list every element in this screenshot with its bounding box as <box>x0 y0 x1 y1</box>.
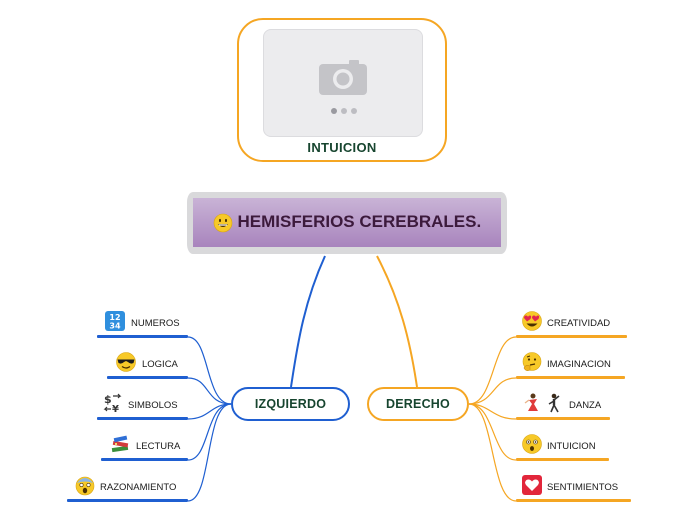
dancer-man-icon <box>548 393 560 413</box>
svg-text:34: 34 <box>109 322 121 331</box>
screaming-face-icon <box>75 476 95 496</box>
leaf-logica[interactable]: LOGICA <box>115 352 188 375</box>
leaf-sentimientos[interactable]: SENTIMIENTOS <box>521 475 633 498</box>
leaf-label: LOGICA <box>142 359 178 370</box>
leaf-label: CREATIVIDAD <box>547 318 611 329</box>
currency-exchange-icon: $ ¥ <box>103 393 122 414</box>
carousel-dots <box>331 101 361 114</box>
sunglasses-face-icon <box>116 352 136 372</box>
leaf-label: RAZONAMIENTO <box>100 482 177 493</box>
leaf-underline <box>97 335 188 338</box>
camera-icon <box>319 60 367 95</box>
input-numbers-icon: 12 34 <box>105 311 125 331</box>
svg-text:12: 12 <box>109 313 120 322</box>
dancer-woman-icon <box>524 393 538 411</box>
leaf-label: NUMEROS <box>131 318 180 329</box>
leaf-underline <box>67 499 188 502</box>
floating-topic-title: INTUICION <box>307 140 377 155</box>
heart-icon <box>522 475 542 495</box>
leaf-underline <box>97 417 188 420</box>
leaf-label: INTUICION <box>547 441 596 452</box>
heart-eyes-face-icon <box>522 311 542 331</box>
leaf-lectura[interactable]: LECTURA <box>109 435 188 457</box>
leaf-label: SIMBOLOS <box>128 400 178 411</box>
leaf-numeros[interactable]: 12 34 NUMEROS <box>104 311 188 334</box>
leaf-creatividad[interactable]: CREATIVIDAD <box>521 311 631 334</box>
leaf-underline <box>516 335 627 338</box>
leaf-label: DANZA <box>569 400 602 411</box>
central-topic-title: HEMISFERIOS CEREBRALES. <box>237 212 482 231</box>
leaf-underline <box>516 376 625 379</box>
leaf-danza[interactable]: DANZA <box>521 393 611 416</box>
leaf-intuicion[interactable]: INTUICION <box>521 434 611 457</box>
floating-topic-intuicion[interactable]: INTUICION <box>237 18 447 162</box>
image-placeholder[interactable] <box>263 29 423 137</box>
thinking-face-icon <box>522 352 542 371</box>
leaf-simbolos[interactable]: $ ¥ SIMBOLOS <box>103 393 188 416</box>
branch-izquierdo[interactable]: IZQUIERDO <box>231 387 350 421</box>
leaf-label: IMAGINACION <box>547 359 611 370</box>
leaf-label: LECTURA <box>136 441 181 452</box>
leaf-underline <box>516 458 609 461</box>
svg-text:$: $ <box>104 393 112 406</box>
central-topic[interactable]: HEMISFERIOS CEREBRALES. <box>187 192 507 254</box>
leaf-underline <box>101 458 188 461</box>
grinning-face-icon <box>213 213 233 232</box>
astonished-face-icon <box>522 434 542 454</box>
leaf-label: SENTIMIENTOS <box>547 482 619 493</box>
central-topic-fill <box>193 198 501 247</box>
leaf-underline <box>516 417 610 420</box>
leaf-underline <box>516 499 631 502</box>
branch-derecho[interactable]: DERECHO <box>367 387 469 421</box>
svg-text:¥: ¥ <box>112 404 119 414</box>
leaf-underline <box>107 376 188 379</box>
leaf-imaginacion[interactable]: IMAGINACION <box>521 352 631 375</box>
central-topic-label: HEMISFERIOS CEREBRALES. <box>187 212 507 233</box>
leaf-razonamiento[interactable]: RAZONAMIENTO <box>74 476 188 498</box>
books-icon <box>111 435 129 453</box>
